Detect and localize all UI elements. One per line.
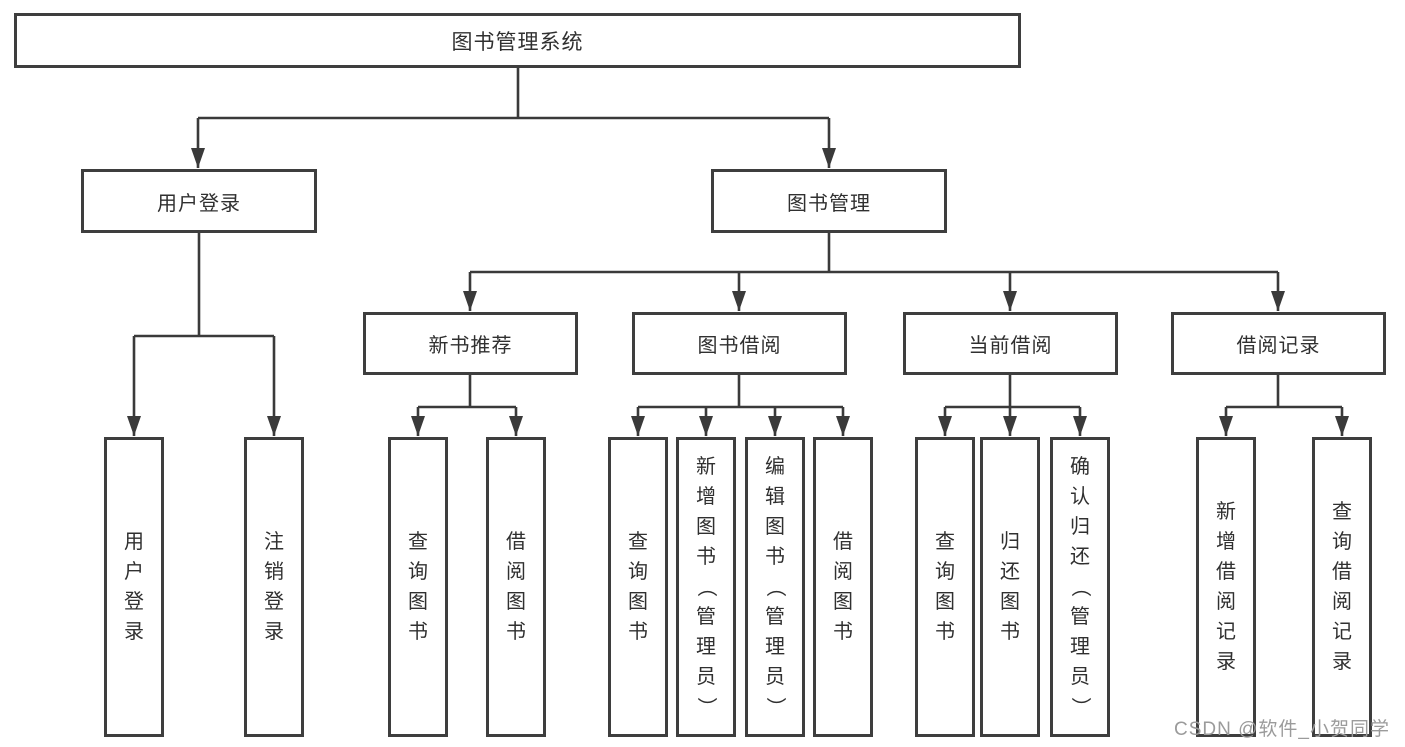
node-user-login-label: 用户登录 [157,192,241,215]
leaf-edit-books-admin: 编辑图书（管理员） [745,437,805,737]
leaf-logout: 注销登录 [244,437,304,737]
leaf-newbook-borrow-books: 借阅图书 [486,437,546,737]
node-user-login: 用户登录 [81,169,317,233]
leaf-add-borrow-record: 新增借阅记录 [1196,437,1256,737]
leaf-current-query-books: 查询图书 [915,437,975,737]
leaf-user-login: 用户登录 [104,437,164,737]
node-current-borrow: 当前借阅 [903,312,1118,375]
leaf-query-borrow-record: 查询借阅记录 [1312,437,1372,737]
node-book-management-label: 图书管理 [787,192,871,215]
node-root-label: 图书管理系统 [451,30,584,54]
node-borrow-records: 借阅记录 [1171,312,1386,375]
leaf-confirm-return-admin: 确认归还（管理员） [1050,437,1110,737]
leaf-return-books: 归还图书 [980,437,1040,737]
node-current-borrow-label: 当前借阅 [968,335,1053,357]
node-new-book-label: 新书推荐 [428,335,513,357]
node-book-management: 图书管理 [711,169,947,233]
leaf-add-books-admin: 新增图书（管理员） [676,437,736,737]
node-book-borrow: 图书借阅 [632,312,847,375]
node-book-borrow-label: 图书借阅 [697,335,782,357]
leaf-borrow-books: 借阅图书 [813,437,873,737]
node-root: 图书管理系统 [14,13,1021,68]
node-borrow-records-label: 借阅记录 [1236,335,1321,357]
leaf-newbook-query-books: 查询图书 [388,437,448,737]
node-new-book: 新书推荐 [363,312,578,375]
leaf-borrow-query-books: 查询图书 [608,437,668,737]
watermark: CSDN @软件_小贺同学 [1174,719,1390,740]
